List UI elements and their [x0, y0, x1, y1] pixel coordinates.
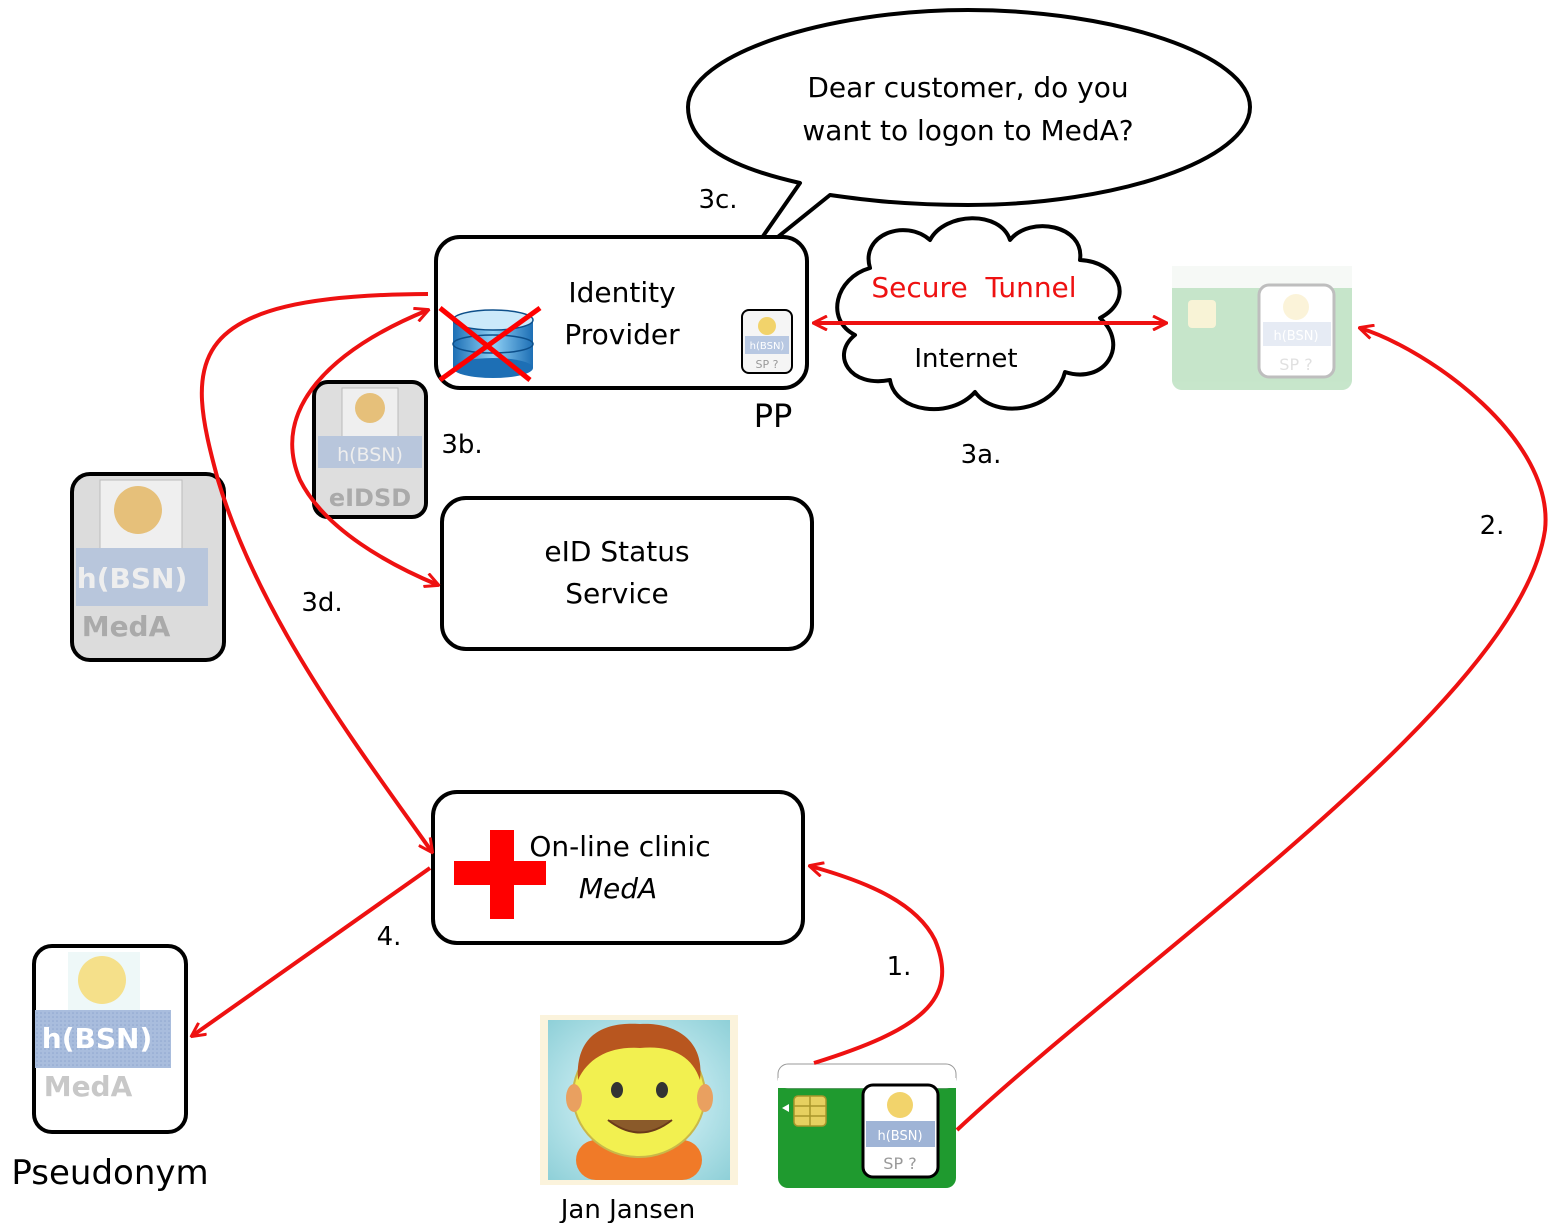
- smart-card: h(BSN) SP ?: [777, 1063, 957, 1188]
- identity-provider-box: Identity Provider h(BSN) SP ? PP: [434, 235, 809, 435]
- arrow-step-3b: [290, 310, 438, 585]
- cross-icon: [438, 305, 542, 383]
- eid-status-service-box: eID Status Service: [440, 496, 814, 651]
- secure-tunnel-label: Secure Tunnel: [871, 271, 1076, 304]
- person-caption: Jan Jansen: [559, 1195, 695, 1223]
- step-3a-label: 3a.: [961, 440, 1002, 470]
- small-card-icon: h(BSN) SP ?: [741, 309, 793, 374]
- eidsd-hbsn: h(BSN): [337, 444, 403, 466]
- smart-card-hbsn: h(BSN): [877, 1129, 922, 1144]
- identity-provider-line-2: Provider: [564, 318, 680, 351]
- meda-grey-label: MedA: [82, 610, 171, 643]
- identity-provider-line-1: Identity: [568, 276, 675, 309]
- pseudonym-hbsn: h(BSN): [42, 1022, 152, 1055]
- arrow-step-4: [192, 866, 432, 1036]
- flow-arrows: [192, 292, 1548, 1132]
- step-3c-label: 3c.: [698, 185, 737, 215]
- faded-card-hbsn: h(BSN): [1273, 329, 1318, 344]
- faded-card-sp: SP ?: [1279, 355, 1312, 374]
- pseudonym-card: h(BSN) MedA Pseudonym: [11, 944, 209, 1193]
- smart-card-sp: SP ?: [883, 1154, 916, 1173]
- clinic-line-1: On-line clinic: [529, 830, 710, 863]
- eidsd-label: eIDSD: [329, 484, 411, 512]
- bubble-line-1: Dear customer, do you: [807, 71, 1128, 104]
- step-4-label: 4.: [377, 922, 402, 952]
- eidsd-card: h(BSN) eIDSD: [312, 380, 428, 519]
- step-3d-label: 3d.: [301, 588, 342, 618]
- step-1-label: 1.: [887, 952, 912, 982]
- pseudonym-meda: MedA: [44, 1070, 133, 1103]
- faded-smart-card: h(BSN) SP ?: [1172, 266, 1352, 390]
- clinic-line-2: MedA: [579, 872, 657, 905]
- speech-bubble: Dear customer, do you want to logon to M…: [686, 8, 1252, 267]
- eid-status-line-2: Service: [565, 577, 668, 610]
- online-clinic-box: On-line clinic MedA: [431, 790, 805, 945]
- step-2-label: 2.: [1480, 511, 1505, 541]
- meda-grey-hbsn: h(BSN): [77, 562, 187, 595]
- small-card-sp: SP ?: [756, 358, 779, 371]
- arrow-step-3d: [199, 292, 432, 852]
- small-card-hbsn: h(BSN): [750, 341, 785, 352]
- eid-status-line-1: eID Status: [544, 535, 689, 568]
- avatar-jan-jansen: Jan Jansen: [540, 1015, 738, 1223]
- arrow-step-1: [810, 866, 945, 1065]
- arrow-step-2: [955, 328, 1548, 1132]
- pseudonym-caption: Pseudonym: [11, 1153, 208, 1193]
- meda-card-grey: h(BSN) MedA: [70, 472, 226, 662]
- internet-label: Internet: [914, 344, 1017, 374]
- pp-label: PP: [754, 397, 793, 435]
- bubble-line-2: want to logon to MedA?: [802, 114, 1133, 147]
- step-3b-label: 3b.: [441, 430, 482, 460]
- internet-cloud: Secure Tunnel Internet: [835, 216, 1122, 412]
- red-cross-icon: [454, 830, 546, 919]
